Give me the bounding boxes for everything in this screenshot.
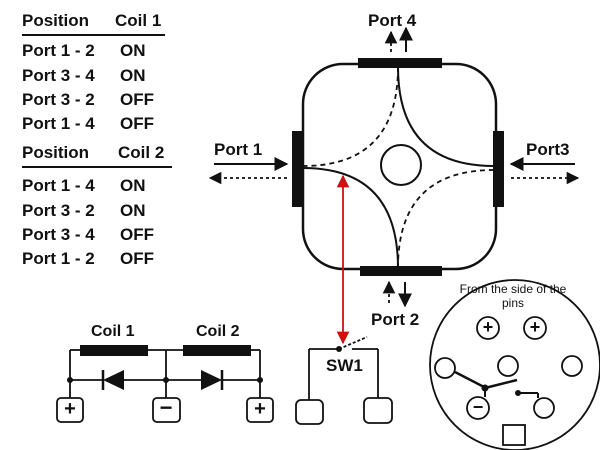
port4-block: [358, 58, 442, 68]
coil1-element: [80, 345, 148, 356]
coil-circuit: [56, 345, 274, 423]
sw1-terminal-left: [295, 399, 324, 425]
switch-lever: [338, 336, 368, 350]
port2-label: Port 2: [371, 310, 420, 329]
pin-connector: [429, 279, 600, 450]
table1-header-rule: [22, 34, 165, 36]
table2-row-ports: Port 3 - 4: [22, 225, 95, 244]
coil-terminal-plus-right: [246, 397, 274, 423]
pin-plus-1: [476, 316, 500, 340]
table1-row-state: OFF: [120, 90, 154, 109]
pin-plus-2-sign: +: [529, 317, 541, 337]
port4-label: Port 4: [368, 11, 417, 30]
pin-minus: [466, 396, 490, 420]
coil1-label: Coil 1: [91, 323, 135, 340]
table2-row-ports: Port 1 - 4: [22, 176, 95, 195]
table1-row-ports: Port 3 - 4: [22, 66, 95, 85]
switch-sw1: [295, 336, 393, 425]
rotor-circle: [380, 144, 422, 186]
pin-plus-1-sign: +: [482, 317, 494, 337]
port1-block: [292, 131, 303, 207]
diode2-symbol: [201, 370, 222, 390]
minus-sign: −: [159, 395, 173, 420]
passage-1-2: [302, 167, 399, 269]
pin-right: [561, 355, 583, 377]
table1-header-position: Position: [22, 11, 90, 30]
table2-header-coil: Coil 2: [118, 143, 165, 162]
pin-minus-sign: −: [472, 397, 484, 417]
table1-row-state: ON: [120, 41, 146, 60]
diode1-symbol: [103, 370, 124, 390]
passage-4-3: [397, 66, 495, 167]
table2-header-rule: [22, 166, 172, 168]
connector-key: [502, 424, 526, 446]
table1-row-ports: Port 1 - 2: [22, 41, 95, 60]
table2-row-state: OFF: [120, 249, 154, 268]
table2-row-state: OFF: [120, 225, 154, 244]
pin-plus-2: [523, 316, 547, 340]
port3-label: Port3: [526, 140, 570, 159]
valve-body: [292, 58, 504, 276]
plus-sign-left: +: [64, 398, 76, 420]
connector-outline: [429, 279, 600, 450]
coil2-label: Coil 2: [196, 323, 240, 340]
table1-header-coil: Coil 1: [115, 11, 162, 30]
pins-caption: From the side of the pins: [459, 282, 567, 310]
table2-row-state: ON: [120, 176, 146, 195]
passage-4-1: [302, 66, 399, 167]
sw1-label: SW1: [326, 356, 363, 375]
pin-center: [497, 355, 519, 377]
passage-3-2: [397, 169, 495, 269]
table2-row-state: ON: [120, 201, 146, 220]
coil-terminal-plus-left: [56, 397, 84, 423]
table2-row-ports: Port 3 - 2: [22, 201, 95, 220]
table1-row-ports: Port 1 - 4: [22, 114, 95, 133]
table2-header-position: Position: [22, 143, 90, 162]
table1-row-state: OFF: [120, 114, 154, 133]
port3-block: [493, 131, 504, 207]
port1-label: Port 1: [214, 140, 263, 159]
coil-terminal-minus: [152, 397, 181, 423]
pin-left: [434, 357, 456, 379]
table2-row-ports: Port 1 - 2: [22, 249, 95, 268]
table1-row-state: ON: [120, 66, 146, 85]
plus-sign-right: +: [254, 398, 266, 420]
pin-bottom-right: [533, 397, 555, 419]
coil2-element: [183, 345, 251, 356]
sw1-terminal-right: [363, 397, 393, 424]
port2-block: [360, 266, 442, 276]
port-arrows: [208, 26, 580, 308]
table1-row-ports: Port 3 - 2: [22, 90, 95, 109]
